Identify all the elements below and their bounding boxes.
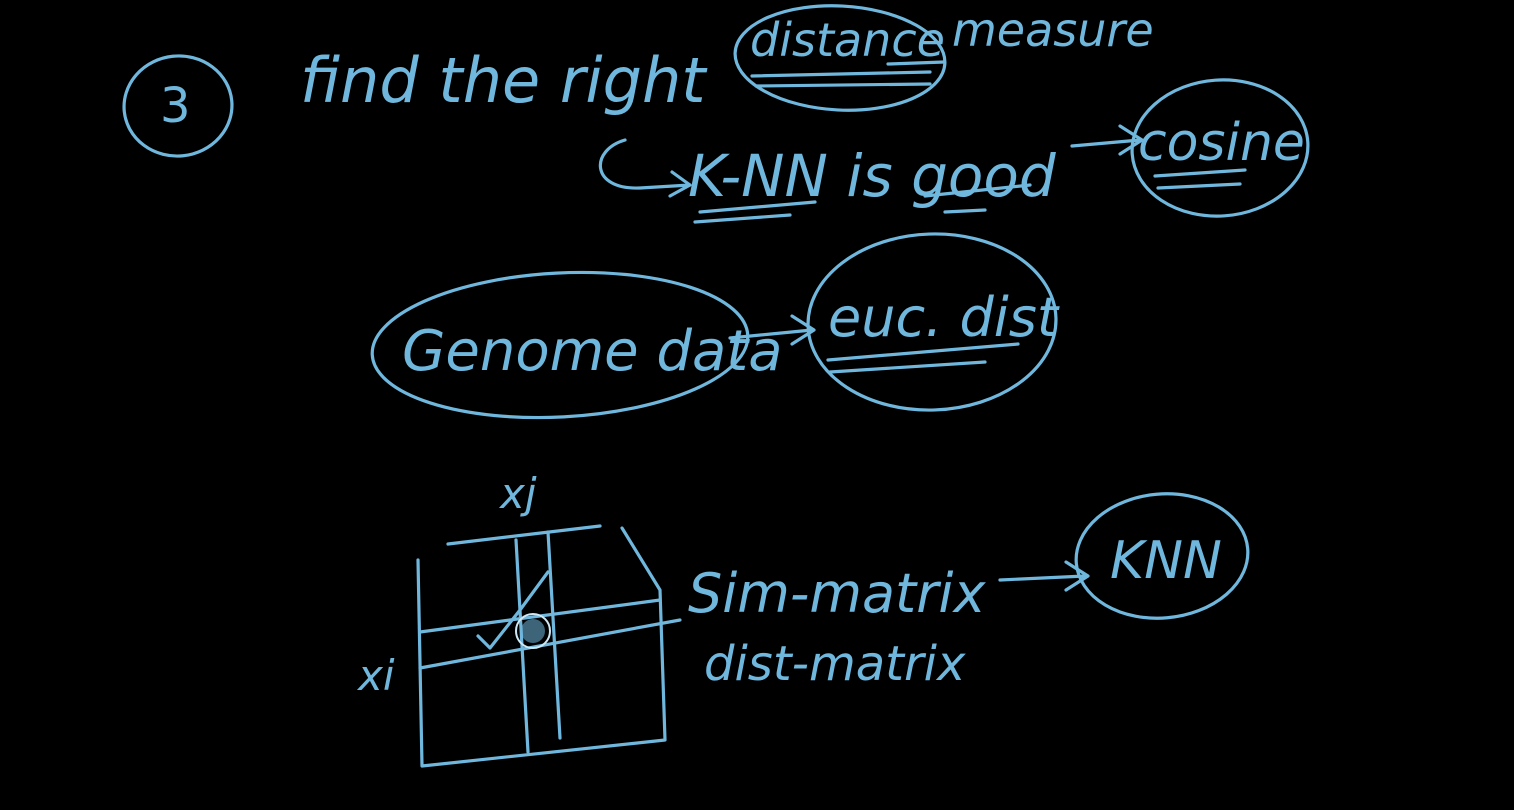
heading-text-after: measure — [952, 3, 1154, 57]
heading-text-before: find the right — [300, 44, 708, 117]
distance-circle — [733, 4, 947, 112]
good-underline — [923, 183, 1032, 214]
matrix-top-line — [446, 524, 602, 546]
row3-arrow — [998, 560, 1090, 592]
row2-arrow — [728, 314, 816, 346]
matrix-outline — [416, 526, 667, 768]
cosine-circle — [1130, 78, 1310, 218]
matrix-grid — [416, 524, 682, 768]
matrix-col-label: xj — [498, 469, 537, 518]
matrix-target-text: KNN — [1110, 531, 1222, 591]
heading-number: 3 — [160, 78, 191, 134]
matrix-label-2: dist-matrix — [704, 636, 966, 692]
hook-arrow — [598, 138, 692, 198]
row1-left-text: K-NN is good — [688, 142, 1057, 210]
matrix-col-line-1 — [514, 538, 530, 754]
heading-circled-word: distance — [750, 13, 945, 67]
matrix-cell-marker — [521, 619, 545, 643]
row2-right-text: euc. dist — [828, 286, 1060, 349]
matrix-label-1: Sim-matrix — [688, 562, 986, 625]
cosine-underline — [1153, 168, 1247, 190]
number-circle — [122, 54, 234, 158]
row1-arrow — [1070, 124, 1144, 156]
knn-circle — [1074, 492, 1250, 620]
cursor-ring-icon — [515, 613, 551, 649]
matrix-row-line-2 — [418, 618, 682, 670]
distance-underline — [750, 60, 946, 88]
matrix-checkmark — [476, 570, 550, 650]
row1-right-text: cosine — [1138, 113, 1305, 173]
matrix-row-label: xi — [356, 651, 395, 700]
euc-dist-circle — [806, 232, 1058, 412]
knn-underline — [693, 200, 817, 224]
euc-dist-underline — [826, 342, 1020, 374]
row2-left-text: Genome data — [402, 319, 783, 384]
matrix-col-line-2 — [546, 530, 562, 740]
